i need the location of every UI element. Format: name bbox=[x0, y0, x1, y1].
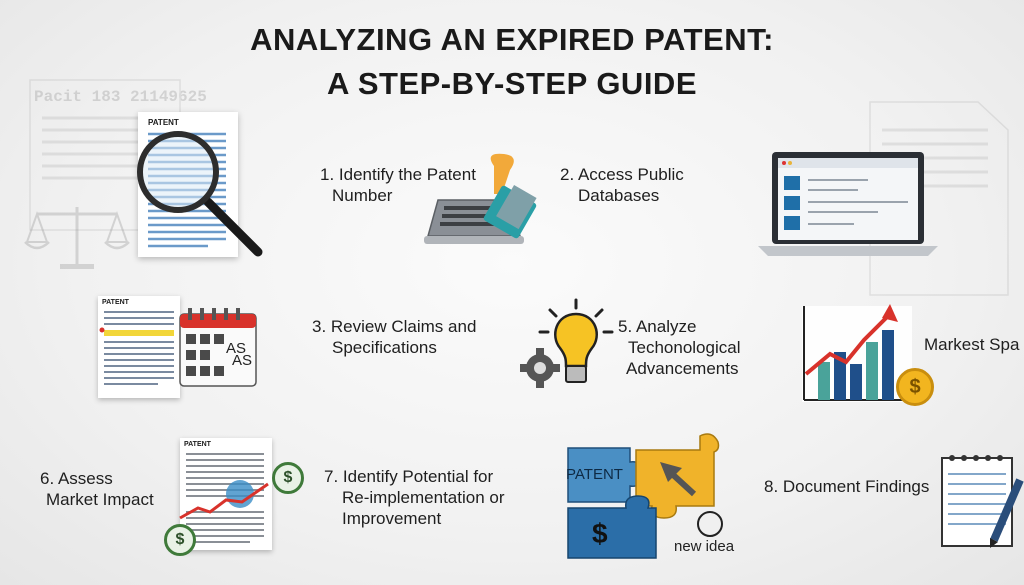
new-idea-label: new idea bbox=[674, 538, 734, 555]
step-5-label: 5. Analyze Techonological Advancements bbox=[616, 316, 740, 379]
laptop-database-icon bbox=[758, 150, 938, 260]
coin-icon-bottom: $ bbox=[164, 524, 196, 556]
gold-coin-icon: $ bbox=[896, 368, 934, 406]
puzzle-dollar-label: $ bbox=[592, 518, 608, 550]
calendar-text-2: AS bbox=[232, 352, 252, 369]
claims-document: PATENT bbox=[98, 296, 180, 398]
magnifying-glass-icon bbox=[130, 120, 270, 260]
highlighted-lines-icon bbox=[98, 296, 180, 398]
step-3-label: 3. Review Claims and Specifications bbox=[312, 316, 476, 358]
step-7-label: 7. Identify Potential for Re-implementat… bbox=[324, 466, 505, 529]
market-spa-label: Markest Spa bbox=[924, 334, 1019, 355]
laptop-typing-icon bbox=[424, 148, 534, 248]
step-6-label: 6. Assess Market Impact bbox=[40, 468, 154, 510]
scales-of-justice-icon bbox=[22, 202, 132, 272]
puzzle-patent-label: PATENT bbox=[566, 466, 623, 483]
coin-icon-top: $ bbox=[272, 462, 304, 494]
title-line-1: ANALYZING AN EXPIRED PATENT: bbox=[0, 18, 1024, 62]
step-2-label: 2. Access Public Databases bbox=[560, 164, 684, 206]
step-8-label: 8. Document Findings bbox=[764, 476, 929, 497]
lightbulb-gears-icon bbox=[518, 296, 618, 396]
notepad-pen-icon bbox=[938, 450, 1024, 550]
